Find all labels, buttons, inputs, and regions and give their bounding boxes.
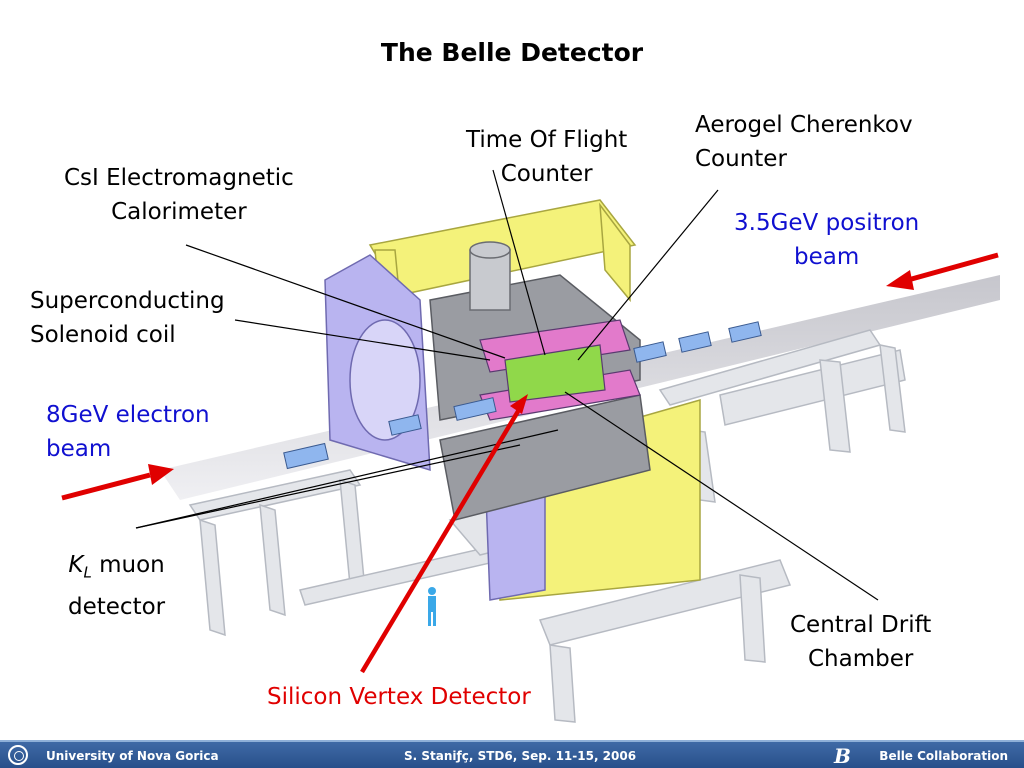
leader-solenoid	[234, 319, 491, 361]
end-cap-ring	[349, 319, 421, 441]
page-title: The Belle Detector	[380, 38, 644, 67]
label-silicon-vertex: Silicon Vertex Detector	[267, 684, 531, 710]
label-tof-line2: Counter	[500, 161, 593, 187]
label-electron-line2: beam	[46, 436, 112, 462]
positron-arrow-head	[886, 270, 914, 290]
label-tof-line1: Time Of Flight	[466, 127, 628, 153]
label-aerogel-line2: Counter	[695, 146, 787, 172]
leader-kl-2	[135, 444, 521, 529]
kl-rest: muon	[91, 552, 165, 578]
label-positron-beam: 3.5GeV positron beam	[734, 206, 919, 274]
label-solenoid-line2: Solenoid coil	[30, 322, 176, 348]
label-kl-muon: KL muon detector	[68, 548, 165, 624]
label-kl-line2: detector	[68, 593, 166, 620]
belle-logo-icon: B	[834, 744, 851, 768]
label-solenoid: Superconducting Solenoid coil	[30, 284, 225, 352]
label-cdc-line1: Central Drift	[790, 612, 932, 638]
footer-university: University of Nova Gorica	[46, 749, 219, 763]
label-aerogel: Aerogel Cherenkov Counter	[695, 108, 913, 176]
label-electron-beam: 8GeV electron beam	[46, 398, 210, 466]
label-aerogel-line1: Aerogel Cherenkov	[695, 112, 913, 138]
label-electron-line1: 8GeV electron	[46, 402, 210, 428]
label-csi-line2: Calorimeter	[111, 199, 247, 225]
electron-arrow-head	[148, 464, 174, 485]
positron-arrow-shaft	[907, 252, 999, 283]
kl-symbol: K	[68, 552, 84, 578]
label-positron-line1: 3.5GeV positron	[734, 210, 920, 236]
university-seal-icon	[8, 745, 28, 765]
person-figure	[428, 587, 436, 626]
footer-author: S. Staniƒç, STD6, Sep. 11-15, 2006	[404, 749, 637, 763]
beam-magnets	[283, 321, 762, 470]
svd-arrow-shaft	[360, 406, 522, 674]
cryostat-tower	[469, 241, 511, 311]
svd-arrow-head	[510, 394, 528, 414]
kl-subscript: L	[83, 563, 92, 582]
label-solenoid-line1: Superconducting	[30, 288, 225, 314]
label-cdc-line2: Chamber	[807, 646, 914, 672]
leader-tof	[492, 169, 546, 356]
footer-collaboration: Belle Collaboration	[879, 749, 1008, 763]
label-central-drift-chamber: Central Drift Chamber	[790, 608, 931, 676]
label-positron-line2: beam	[794, 244, 860, 270]
label-csi-line1: CsI Electromagnetic	[64, 165, 294, 191]
leader-csi	[185, 244, 506, 359]
leader-cdc	[564, 391, 879, 601]
leader-aerogel	[577, 189, 719, 361]
label-kl-line1: KL muon	[68, 548, 165, 590]
leader-lines	[135, 169, 879, 601]
footer-bar: University of Nova Gorica S. Staniƒç, ST…	[0, 740, 1024, 768]
beam-arrows	[61, 252, 999, 674]
label-csi-calorimeter: CsI Electromagnetic Calorimeter	[64, 161, 294, 229]
electron-arrow-shaft	[61, 472, 151, 501]
detector-illustration	[61, 169, 1000, 723]
label-time-of-flight: Time Of Flight Counter	[466, 123, 627, 191]
leader-kl-1	[135, 429, 559, 529]
